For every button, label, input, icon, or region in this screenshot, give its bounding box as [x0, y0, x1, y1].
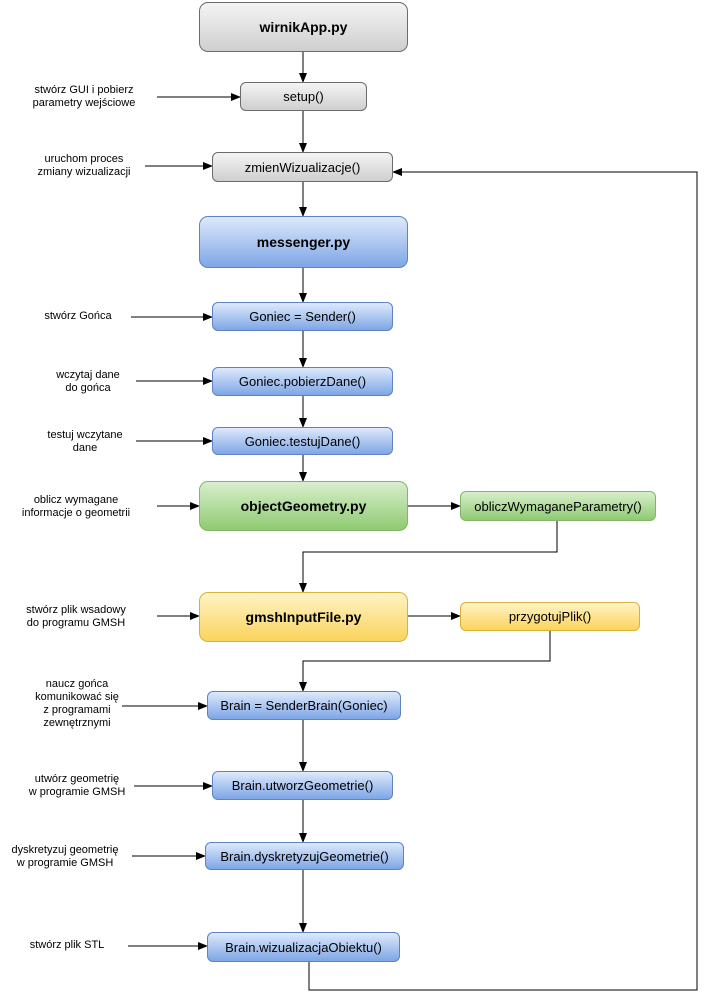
- label-line: dyskretyzuj geometrię: [11, 844, 119, 856]
- label-line: parametry wejściowe: [32, 97, 136, 109]
- label-line: stwórz plik wsadowy: [26, 604, 126, 616]
- label-goniec-sender: stwórz Gońca: [44, 310, 111, 323]
- node-wirnikapp[interactable]: wirnikApp.py: [199, 2, 408, 52]
- label-goniec-pobierzdane: wczytaj dane do gońca: [56, 369, 120, 395]
- label-line: oblicz wymagane: [33, 494, 119, 506]
- node-goniec-sender[interactable]: Goniec = Sender(): [212, 302, 393, 331]
- label-line: w programie GMSH: [28, 786, 126, 798]
- node-zmienwizualizacje[interactable]: zmienWizualizacje(): [212, 152, 393, 182]
- node-brain-wizualizacjaobiektu[interactable]: Brain.wizualizacjaObiektu(): [207, 932, 400, 962]
- label-brain-dyskretyzujgeometrie: dyskretyzuj geometrię w programie GMSH: [12, 844, 119, 870]
- label-line: testuj wczytane: [47, 429, 123, 441]
- label-line: uruchom proces: [44, 153, 124, 165]
- node-goniec-pobierzdane[interactable]: Goniec.pobierzDane(): [212, 367, 393, 396]
- node-goniec-testujdane[interactable]: Goniec.testujDane(): [212, 427, 393, 455]
- label-line: z programami: [43, 704, 111, 716]
- label-goniec-testujdane: testuj wczytane dane: [47, 429, 122, 455]
- node-brain-dyskretyzujgeometrie[interactable]: Brain.dyskretyzujGeometrie(): [205, 842, 404, 870]
- node-messenger[interactable]: messenger.py: [199, 216, 408, 268]
- arrow-loop-back-to-zmien: [308, 168, 698, 991]
- node-przygotujplik[interactable]: przygotujPlik(): [460, 602, 640, 631]
- label-gmshinputfile: stwórz plik wsadowy do programu GMSH: [26, 604, 126, 630]
- label-brain-wizualizacjaobiektu: stwórz plik STL: [30, 939, 105, 952]
- label-line: utwórz geometrię: [34, 773, 120, 785]
- label-line: do gońca: [65, 382, 111, 394]
- label-line: zewnętrznymi: [43, 717, 111, 729]
- label-objectgeometry: oblicz wymagane informacje o geometrii: [22, 494, 130, 520]
- node-obliczwymaganeparametry[interactable]: obliczWymaganeParametry(): [460, 491, 656, 521]
- label-setup: stwórz GUI i pobierz parametry wejściowe: [33, 84, 136, 110]
- label-line: stwórz GUI i pobierz: [34, 84, 134, 96]
- label-line: stwórz plik STL: [29, 939, 105, 951]
- label-line: stwórz Gońca: [44, 310, 112, 322]
- label-line: informacje o geometrii: [21, 507, 131, 519]
- label-line: komunikować się: [35, 691, 119, 703]
- label-line: do programu GMSH: [26, 617, 126, 629]
- label-line: zmiany wizualizacji: [37, 166, 131, 178]
- node-setup[interactable]: setup(): [240, 82, 367, 111]
- label-line: w programie GMSH: [16, 857, 114, 869]
- label-brain-senderbrain: naucz gońca komunikować się z programami…: [35, 678, 119, 730]
- label-line: dane: [72, 442, 98, 454]
- node-gmshinputfile[interactable]: gmshInputFile.py: [199, 592, 408, 642]
- label-line: wczytaj dane: [56, 369, 120, 381]
- node-brain-utworzgeometrie[interactable]: Brain.utworzGeometrie(): [212, 771, 393, 800]
- label-brain-utworzgeometrie: utwórz geometrię w programie GMSH: [29, 773, 126, 799]
- label-line: naucz gońca: [45, 678, 109, 690]
- arrow-oblicz-to-gmshinput: [299, 521, 558, 593]
- label-zmienwizualizacje: uruchom proces zmiany wizualizacji: [38, 153, 131, 179]
- node-objectgeometry[interactable]: objectGeometry.py: [199, 481, 408, 531]
- arrow-przygotuj-to-brain: [299, 631, 551, 692]
- node-brain-senderbrain[interactable]: Brain = SenderBrain(Goniec): [207, 691, 401, 720]
